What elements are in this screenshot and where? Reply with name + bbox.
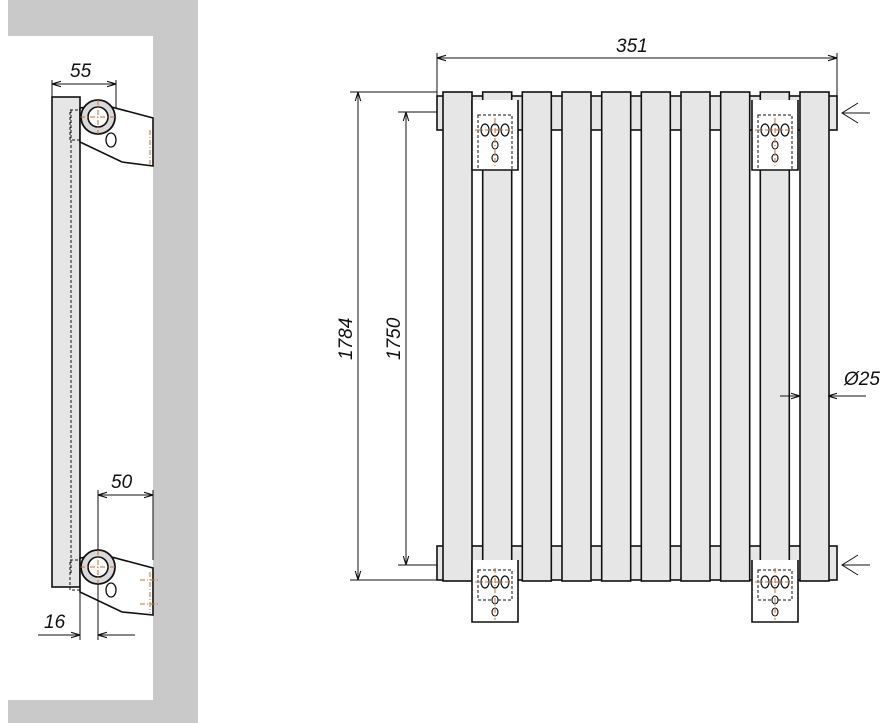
dim-pipe-offset: 16 bbox=[44, 612, 66, 633]
bracket-bottom-left bbox=[471, 560, 519, 623]
radiator-tube bbox=[600, 91, 632, 582]
dim-top-offset: 55 bbox=[70, 61, 92, 82]
dim-width: 351 bbox=[616, 36, 648, 57]
radiator-side-profile bbox=[51, 96, 81, 588]
radiator-tube bbox=[481, 91, 513, 582]
dim-bracket-depth: 50 bbox=[111, 472, 133, 493]
radiator-tube bbox=[759, 91, 791, 582]
radiator-tube bbox=[799, 91, 830, 582]
dim-tube-diameter: Ø25 bbox=[843, 369, 880, 390]
dim-total-height: 1784 bbox=[336, 318, 357, 360]
radiator-tube bbox=[680, 91, 711, 582]
bracket-top-right bbox=[751, 100, 799, 171]
radiator-tube bbox=[719, 91, 751, 582]
radiator-tubes bbox=[442, 91, 830, 582]
radiator-tube bbox=[561, 91, 592, 582]
radiator-tube bbox=[442, 91, 473, 582]
radiator-tube bbox=[521, 91, 553, 582]
bracket-bottom-right bbox=[751, 560, 799, 623]
front-view: 351 1784 1750 Ø25 bbox=[336, 36, 880, 623]
side-view: 55 50 16 bbox=[8, 0, 198, 723]
bracket-top-left bbox=[471, 100, 519, 171]
dim-axis-height: 1750 bbox=[384, 317, 405, 360]
radiator-tube bbox=[640, 91, 672, 582]
